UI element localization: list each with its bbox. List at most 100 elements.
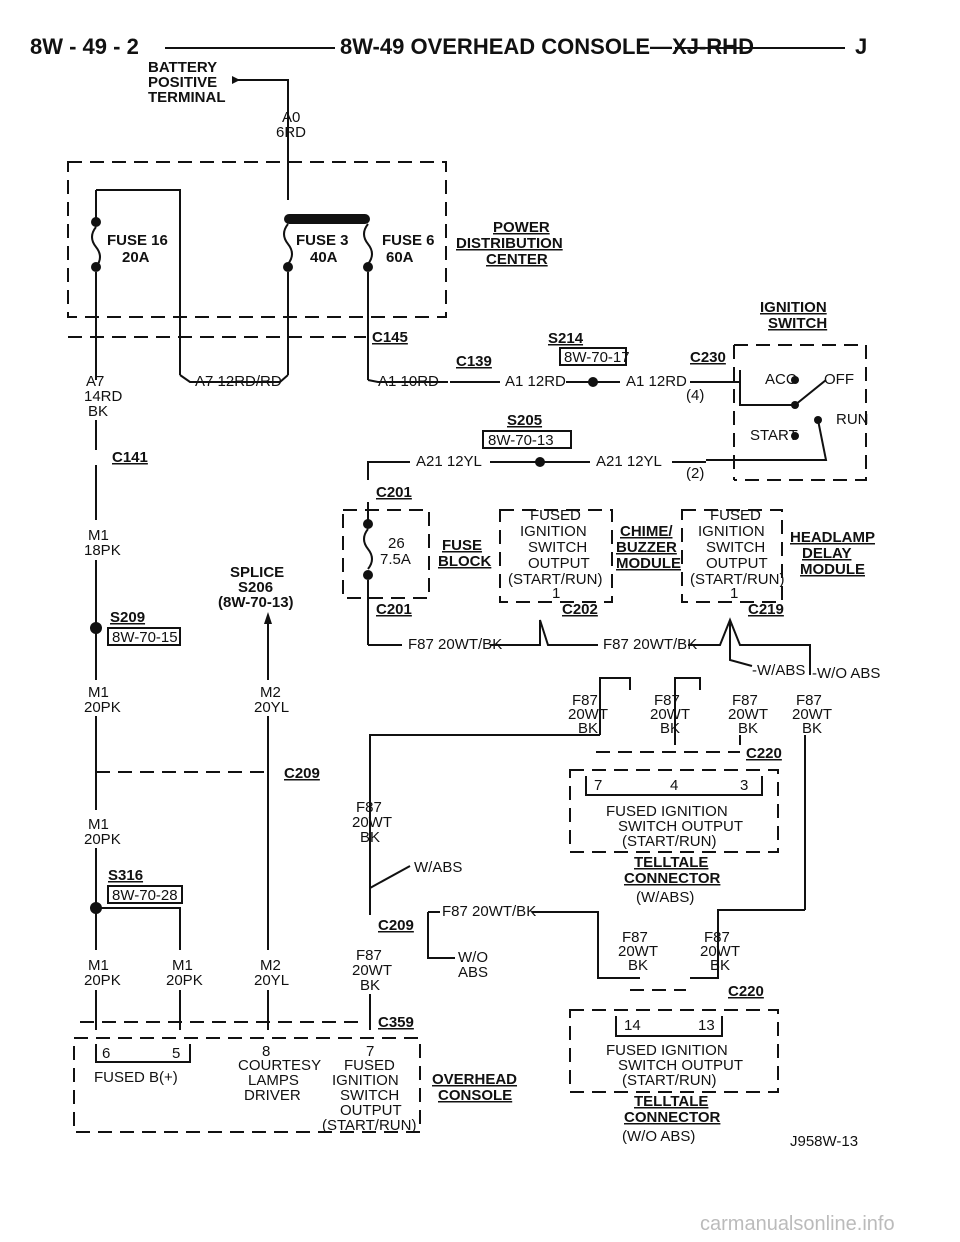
c202-label: C202 [562,601,598,618]
wire-a7-12rd: A7 12RD/RD [195,373,282,390]
c220-label-a: C220 [746,745,782,762]
f87-branch-3-gauge: 20WT [728,706,768,723]
chime-title-2: BUZZER [616,539,677,556]
ignition-run: RUN [836,411,869,428]
wire-a7-color: BK [88,403,108,420]
f87-branch-2-color: BK [660,720,680,737]
hl-output: OUTPUT [706,555,768,572]
f87-low-color: BK [360,977,380,994]
battery-label-1: BATTERY [148,59,217,76]
ignition-title-2: SWITCH [768,315,827,332]
tt-abs-line3: (START/RUN) [622,833,716,850]
f87-branch-4-gauge: 20WT [792,706,832,723]
f87-mid-wo-2: ABS [458,964,488,981]
chime-start-run: (START/RUN) [508,571,602,588]
fuse3-label: FUSE 3 [296,232,349,249]
ignition-switch: IGNITION SWITCH C230 (4) (2) ACC OFF RUN… [686,299,869,482]
f87-branch-4: F87 [796,692,822,709]
pdc-title-3: CENTER [486,251,548,268]
wire-a21-b: A21 12YL [596,453,662,470]
f87-branch-1: F87 [572,692,598,709]
f87-mid-w-abs: W/ABS [414,859,462,876]
wire-m1-18-gauge: 18PK [84,542,121,559]
wire-f87-b: F87 20WT/BK [603,636,697,653]
f87-mid-color: BK [360,829,380,846]
hl-ignition: IGNITION [698,523,765,540]
wire-f87-branches: F87 20WT BK F87 20WT BK F87 20WT BK F87 … [369,677,832,910]
tt-abs-line1: FUSED IGNITION [606,803,728,820]
fuse6-amp: 60A [386,249,414,266]
f87-branch-3-color: BK [738,720,758,737]
c220-label-b: C220 [728,983,764,1000]
console-title-2: CONSOLE [438,1087,512,1104]
wire-m1-column: M1 18PK S209 8W-70-15 M1 20PK M1 20PK S3… [84,465,203,1030]
s206-ref: (8W-70-13) [218,594,294,611]
tt-abs-line2: SWITCH OUTPUT [618,818,743,835]
f87-branch-2: F87 [654,692,680,709]
wire-f87-a: F87 20WT/BK [408,636,502,653]
tt-noabs-title-2: CONNECTOR [624,1109,721,1126]
s205-label: S205 [507,412,542,429]
tt-noabs-pin14: 14 [624,1017,641,1034]
f87-tt-2: F87 [704,929,730,946]
wire-m1-20d-gauge: 20PK [166,972,203,989]
s214-ref: 8W-70-17 [564,349,630,366]
tt-noabs-title-1: TELLTALE [634,1093,708,1110]
ignition-start: START [750,427,798,444]
f87-branch-1-color: BK [578,720,598,737]
page-header-right: J [855,34,867,59]
chime-title-3: MODULE [616,555,681,572]
tt-abs-title-2: CONNECTOR [624,870,721,887]
f87-tt-1-color: BK [628,957,648,974]
chime-fused: FUSED [530,507,581,524]
f87-low-gauge: 20WT [352,962,392,979]
console-fused-b: FUSED B(+) [94,1069,178,1086]
f87-branch-4-color: BK [802,720,822,737]
console-output: OUTPUT [340,1102,402,1119]
console-pin8: 8 [262,1043,270,1060]
tt-noabs-line1: FUSED IGNITION [606,1042,728,1059]
wire-m1-20d-name: M1 [172,957,193,974]
f87-tt-1: F87 [622,929,648,946]
telltale-connector-wo-abs: 14 13 FUSED IGNITION SWITCH OUTPUT (STAR… [569,1009,779,1145]
wire-a21: S205 8W-70-13 A21 12YL A21 12YL [367,412,706,480]
battery-label-2: POSITIVE [148,74,217,91]
f87-mid-wo-1: W/O [458,949,488,966]
tt-noabs-line3: (START/RUN) [622,1072,716,1089]
wire-m2-20a-name: M2 [260,684,281,701]
c145-label: C145 [372,329,408,346]
pdc-title-1: POWER [493,219,550,236]
fuse16-amp: 20A [122,249,150,266]
f87-branch-2-gauge: 20WT [650,706,690,723]
console-ignition: IGNITION [332,1072,399,1089]
chime-buzzer-module: FUSED IGNITION SWITCH OUTPUT (START/RUN)… [490,507,697,653]
f87-low-name: F87 [356,947,382,964]
console-pin7: 7 [366,1043,374,1060]
headlamp-delay-module: FUSED IGNITION SWITCH OUTPUT (START/RUN)… [681,507,880,682]
tt-abs-pin7: 7 [594,777,602,794]
watermark: carmanualsonline.info [700,1213,895,1235]
c230-label: C230 [690,349,726,366]
splice-s206: SPLICE S206 (8W-70-13) M2 20YL M2 20YL [218,564,294,1030]
c359-label: C359 [378,1014,414,1031]
f87-branch-1-gauge: 20WT [568,706,608,723]
console-pin5: 5 [172,1045,180,1062]
fuse26-amp: 7.5A [380,551,411,568]
wire-m2-20b-name: M2 [260,957,281,974]
f87-tt-2-color: BK [710,957,730,974]
wire-a7: A7 [86,373,104,390]
wire-m2-20a-gauge: 20YL [254,699,289,716]
page-number: 8W - 49 - 2 [30,34,139,59]
pdc-title-2: DISTRIBUTION [456,235,563,252]
tt-noabs-pin13: 13 [698,1017,715,1034]
wire-a7-a1: A7 12RD/RD A7 14RD BK C141 A1 10RD C139 … [84,330,706,466]
console-start-run: (START/RUN) [322,1117,416,1134]
battery-positive-terminal: BATTERY POSITIVE TERMINAL A0 6RD [148,59,306,200]
headlamp-title-2: DELAY [802,545,851,562]
hl-switch: SWITCH [706,539,765,556]
ignition-off: OFF [824,371,854,388]
c209-label-b: C209 [378,917,414,934]
wire-m1-18-name: M1 [88,527,109,544]
c141-label: C141 [112,449,148,466]
wire-m1-20a-gauge: 20PK [84,699,121,716]
